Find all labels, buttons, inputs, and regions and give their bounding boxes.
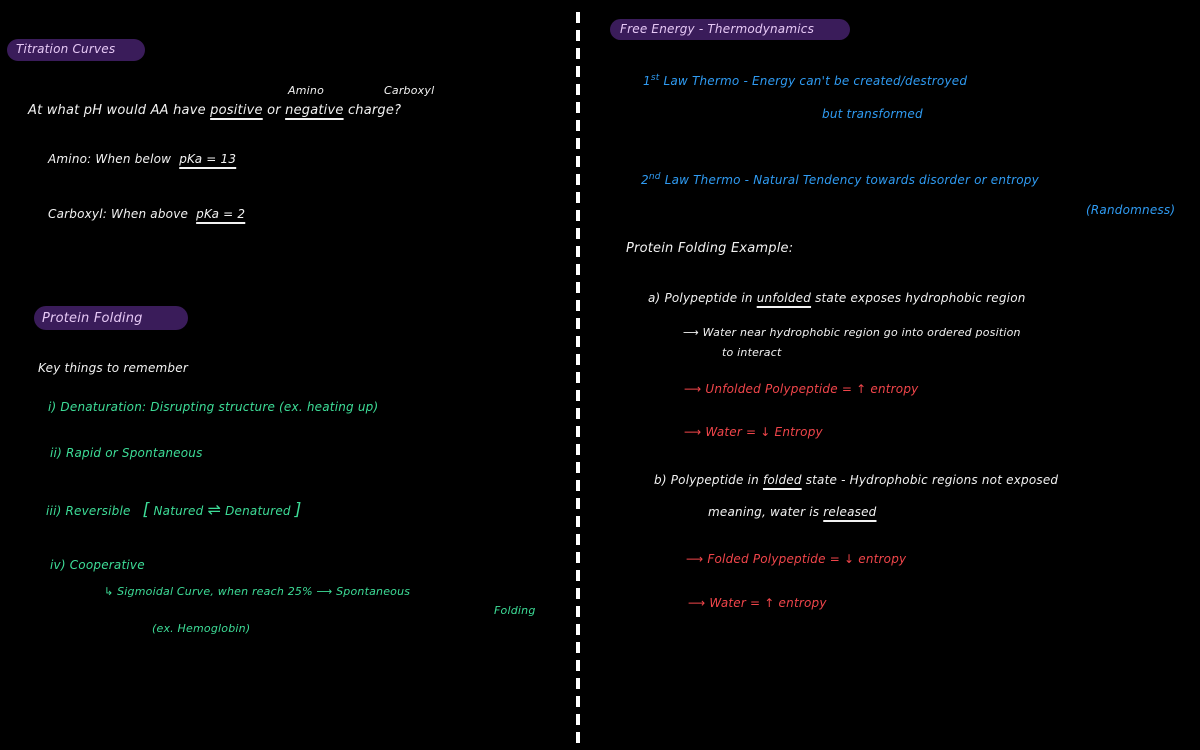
titration-heading-highlight — [7, 39, 145, 61]
question-prefix: At what pH would AA have — [28, 103, 206, 118]
amino-rule: Amino: When below pKa = 13 — [48, 152, 236, 166]
part-b-released: released — [823, 505, 877, 519]
part-b-line-2: meaning, water is released — [708, 505, 876, 519]
equilibrium-arrow-icon: ⇌ — [207, 500, 222, 519]
law-1-text: Law Thermo - Energy can't be created/des… — [663, 74, 968, 88]
part-b-suffix: state - Hydrophobic regions not exposed — [805, 473, 1059, 487]
natured-label: Natured — [153, 504, 204, 518]
part-a-line-2: ⟶ Water near hydrophobic region go into … — [683, 326, 1021, 339]
law-1: 1st Law Thermo - Energy can't be created… — [643, 73, 967, 88]
amino-pka: pKa = 13 — [179, 152, 237, 166]
amino-label: Amino — [288, 84, 324, 97]
folding-item-1: i) Denaturation: Disrupting structure (e… — [48, 400, 379, 414]
question-suffix: charge? — [347, 103, 402, 118]
law-2-ordinal: 2 — [641, 173, 649, 187]
part-b-line-1: b) Polypeptide in folded state - Hydroph… — [654, 473, 1058, 487]
part-a-line-1: a) Polypeptide in unfolded state exposes… — [648, 291, 1026, 305]
folding-intro: Key things to remember — [38, 361, 188, 375]
part-a-unfolded: unfolded — [756, 291, 812, 305]
part-b-prefix: b) Polypeptide in — [654, 473, 759, 487]
amino-rule-text: Amino: When below — [48, 152, 172, 166]
part-a-prefix: a) Polypeptide in — [648, 291, 753, 305]
carboxyl-label: Carboxyl — [384, 84, 435, 97]
page-divider — [576, 12, 580, 750]
carboxyl-pka: pKa = 2 — [196, 207, 246, 221]
denatured-label: Denatured — [225, 504, 291, 518]
cooperative-detail-cont: Folding — [494, 604, 536, 617]
question-or: or — [267, 103, 281, 118]
carboxyl-rule-text: Carboxyl: When above — [48, 207, 189, 221]
titration-heading: Titration Curves — [16, 42, 116, 56]
law-2-ordinal-sup: nd — [648, 172, 661, 182]
carboxyl-rule: Carboxyl: When above pKa = 2 — [48, 207, 245, 221]
law-2-text: Law Thermo - Natural Tendency towards di… — [664, 173, 1039, 187]
law-2: 2nd Law Thermo - Natural Tendency toward… — [641, 172, 1039, 187]
part-a-red-1: ⟶ Unfolded Polypeptide = ↑ entropy — [684, 382, 919, 396]
example-heading: Protein Folding Example: — [626, 241, 794, 256]
cooperative-example: (ex. Hemoglobin) — [152, 622, 251, 635]
titration-question: At what pH would AA have positive or neg… — [28, 103, 401, 118]
question-negative: negative — [285, 103, 344, 118]
free-energy-heading: Free Energy - Thermodynamics — [620, 22, 815, 36]
law-2-cont: (Randomness) — [1086, 203, 1176, 217]
folding-item-3: iii) Reversible [ Natured ⇌ Denatured ] — [46, 500, 302, 520]
free-energy-heading-highlight — [610, 19, 850, 40]
part-a-line-3: to interact — [722, 346, 782, 359]
part-b-red-1: ⟶ Folded Polypeptide = ↓ entropy — [686, 552, 907, 566]
bracket-open: [ — [142, 500, 150, 520]
bracket-close: ] — [294, 500, 302, 520]
part-b-folded: folded — [762, 473, 802, 487]
folding-item-3-label: iii) Reversible — [46, 504, 131, 518]
part-b-red-2: ⟶ Water = ↑ entropy — [688, 596, 827, 610]
folding-item-4: iv) Cooperative — [50, 558, 145, 572]
part-b-line-2-prefix: meaning, water is — [708, 505, 820, 519]
part-a-red-2: ⟶ Water = ↓ Entropy — [684, 425, 823, 439]
folding-item-2: ii) Rapid or Spontaneous — [50, 446, 203, 460]
cooperative-detail: ↳ Sigmoidal Curve, when reach 25% ⟶ Spon… — [104, 585, 411, 598]
law-1-ordinal: 1 — [643, 74, 651, 88]
law-1-ordinal-sup: st — [650, 73, 660, 83]
part-a-suffix: state exposes hydrophobic region — [815, 291, 1026, 305]
law-1-cont: but transformed — [822, 107, 923, 121]
question-positive: positive — [210, 103, 263, 118]
folding-heading-highlight — [34, 306, 188, 330]
folding-heading: Protein Folding — [42, 311, 143, 326]
